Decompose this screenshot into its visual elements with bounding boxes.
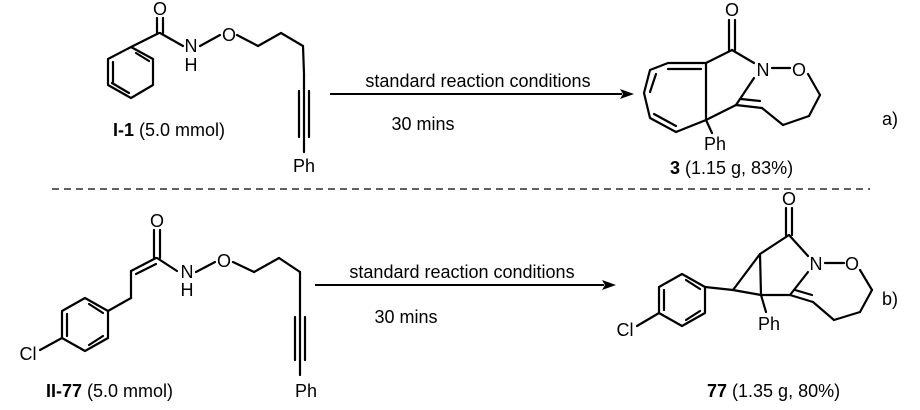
- reactant-b-carbonyl-o: O: [150, 211, 164, 231]
- reaction-a-tag: a): [882, 109, 898, 129]
- reactant-b-label: II-77 (5.0 mmol): [46, 381, 173, 401]
- reactant-b-amount: (5.0 mmol): [82, 381, 173, 401]
- reactant-a-phenyl: Ph: [293, 156, 315, 176]
- reactant-a-id: I-1: [113, 120, 134, 140]
- reaction-b-time: 30 mins: [374, 307, 437, 327]
- reactant-a-amide-n: N: [185, 36, 198, 56]
- product-77-structure: [635, 206, 874, 328]
- product-3-structure: [642, 18, 822, 135]
- reactant-b-amide-n: N: [181, 262, 194, 282]
- product-77-chloro: Cl: [617, 320, 634, 340]
- reactant-b-amide-h: H: [181, 280, 194, 300]
- reaction-a: O N H O Ph I-1 (5.0 mmol) standard react…: [106, 0, 898, 178]
- reaction-b-conditions: standard reaction conditions: [349, 262, 574, 282]
- reactant-b-chloro: Cl: [20, 344, 37, 364]
- product-3-carbonyl-o: O: [725, 0, 739, 20]
- product-3-phenyl: Ph: [704, 134, 726, 154]
- product-3-yield: (1.15 g, 83%): [680, 158, 793, 178]
- reactant-i-1-structure: [106, 16, 311, 154]
- product-77-yield: (1.35 g, 80%): [727, 381, 840, 401]
- reaction-a-conditions: standard reaction conditions: [365, 71, 590, 91]
- reactant-ii-77-structure: [38, 228, 307, 377]
- reaction-b-arrow: [315, 280, 616, 290]
- product-77-carbonyl-o: O: [782, 189, 796, 209]
- reactant-b-id: II-77: [46, 381, 82, 401]
- product-77-id: 77: [707, 381, 727, 401]
- product-3-ring-n: N: [757, 60, 770, 80]
- product-77-label: 77 (1.35 g, 80%): [707, 381, 840, 401]
- reactant-a-label: I-1 (5.0 mmol): [113, 120, 225, 140]
- product-77-ring-o: O: [845, 254, 859, 274]
- reactant-a-amide-h: H: [185, 55, 198, 75]
- reactant-b-phenyl: Ph: [295, 381, 317, 401]
- product-77-phenyl: Ph: [758, 314, 780, 334]
- reaction-b-tag: b): [882, 289, 898, 309]
- reactant-b-ether-o: O: [217, 251, 231, 271]
- reaction-a-time: 30 mins: [391, 114, 454, 134]
- reaction-a-arrow: [330, 89, 634, 99]
- reactant-a-ether-o: O: [222, 25, 236, 45]
- product-3-id: 3: [670, 158, 680, 178]
- reaction-b: O N H O Ph Cl II-77 (5.0 mmol) standard …: [20, 189, 899, 401]
- reactant-a-carbonyl-o: O: [153, 0, 167, 19]
- product-3-label: 3 (1.15 g, 83%): [670, 158, 793, 178]
- reactant-a-amount: (5.0 mmol): [134, 120, 225, 140]
- product-3-ring-o: O: [792, 60, 806, 80]
- product-77-ring-n: N: [810, 254, 823, 274]
